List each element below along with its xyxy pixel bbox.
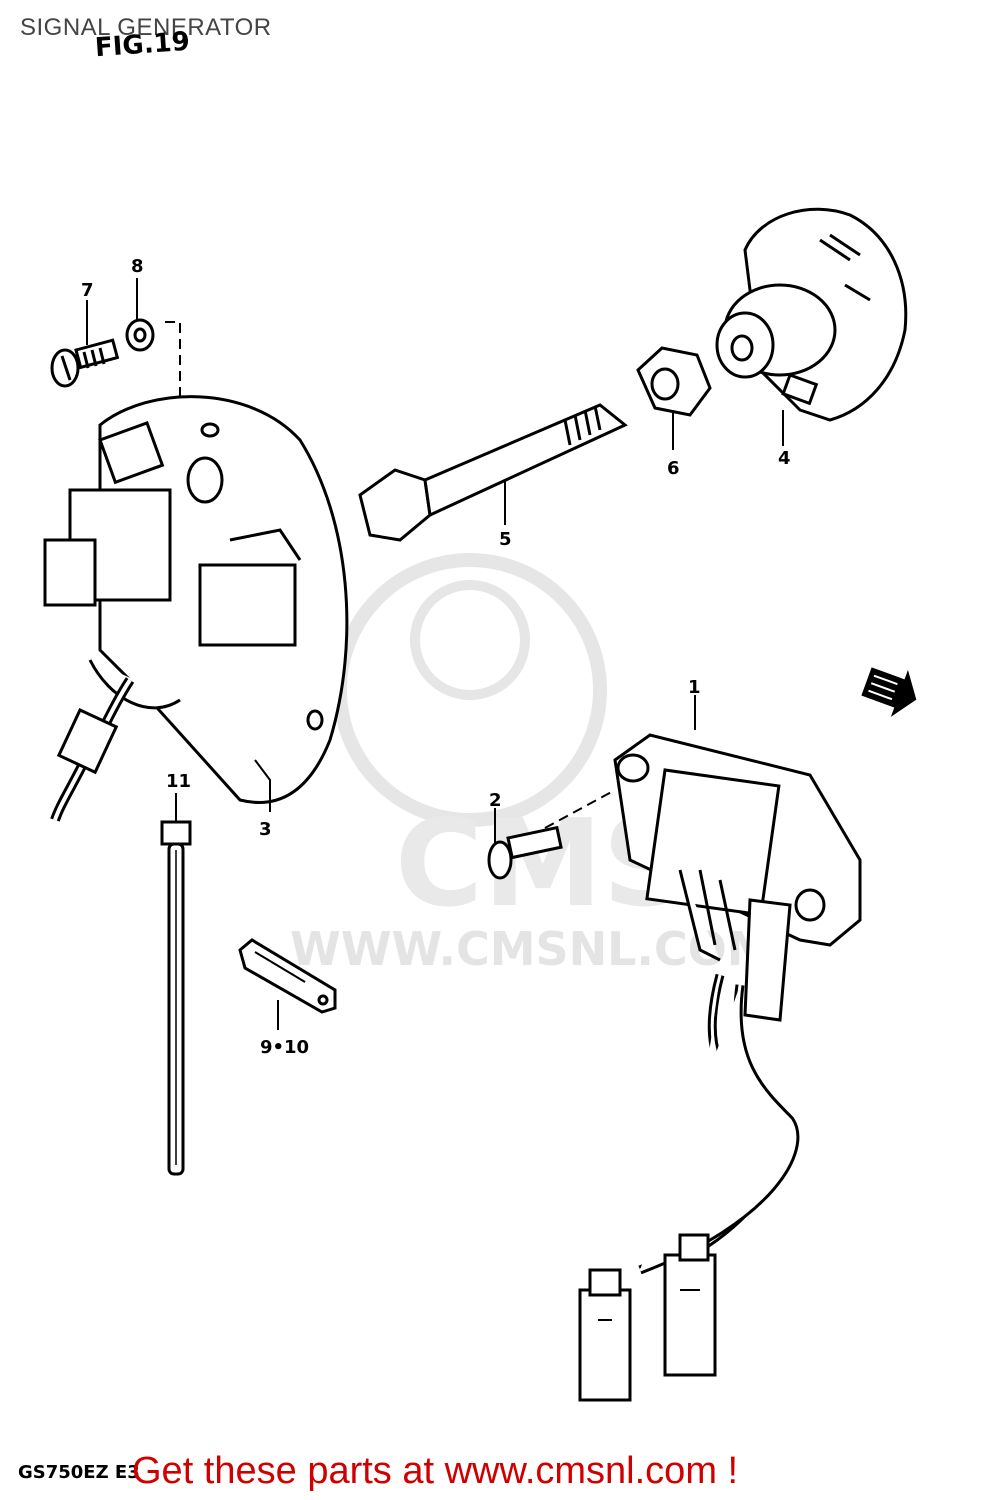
- part-2-screw[interactable]: [487, 825, 563, 880]
- front-arrow-icon: [861, 667, 917, 717]
- callout-8: 8: [131, 256, 144, 277]
- part-4-rotor[interactable]: [715, 207, 908, 422]
- part-9-10-clamp[interactable]: [238, 938, 337, 1014]
- get-parts-link[interactable]: Get these parts at www.cmsnl.com !: [132, 1450, 739, 1492]
- assembly-lines: [165, 321, 616, 829]
- part-8-washer[interactable]: [125, 318, 155, 352]
- callout-11: 11: [166, 771, 191, 792]
- watermark-url: WWW.CMSNL.COM: [290, 922, 773, 976]
- callout-9-10: 9•10: [260, 1037, 309, 1058]
- callout-labels: 1 2 3 4 5 6 7 8 9•10 11: [81, 256, 791, 1058]
- page-title: SIGNAL GENERATOR: [20, 14, 272, 41]
- part-7-screw[interactable]: [50, 338, 120, 388]
- callout-4: 4: [778, 448, 791, 469]
- part-6-nut[interactable]: [636, 346, 712, 417]
- part-3-base-plate[interactable]: [43, 395, 349, 822]
- leader-lines: [86, 278, 784, 1030]
- callout-2: 2: [489, 790, 502, 811]
- part-5-bolt[interactable]: [358, 403, 628, 542]
- part-11-cable-tie[interactable]: [160, 820, 192, 1176]
- callout-5: 5: [499, 529, 512, 550]
- part-1-signal-generator-unit[interactable]: [578, 733, 862, 1402]
- callout-3: 3: [259, 819, 272, 840]
- callout-7: 7: [81, 280, 94, 301]
- callout-1: 1: [688, 677, 701, 698]
- model-code: GS750EZ E3: [18, 1462, 140, 1483]
- callout-6: 6: [667, 458, 680, 479]
